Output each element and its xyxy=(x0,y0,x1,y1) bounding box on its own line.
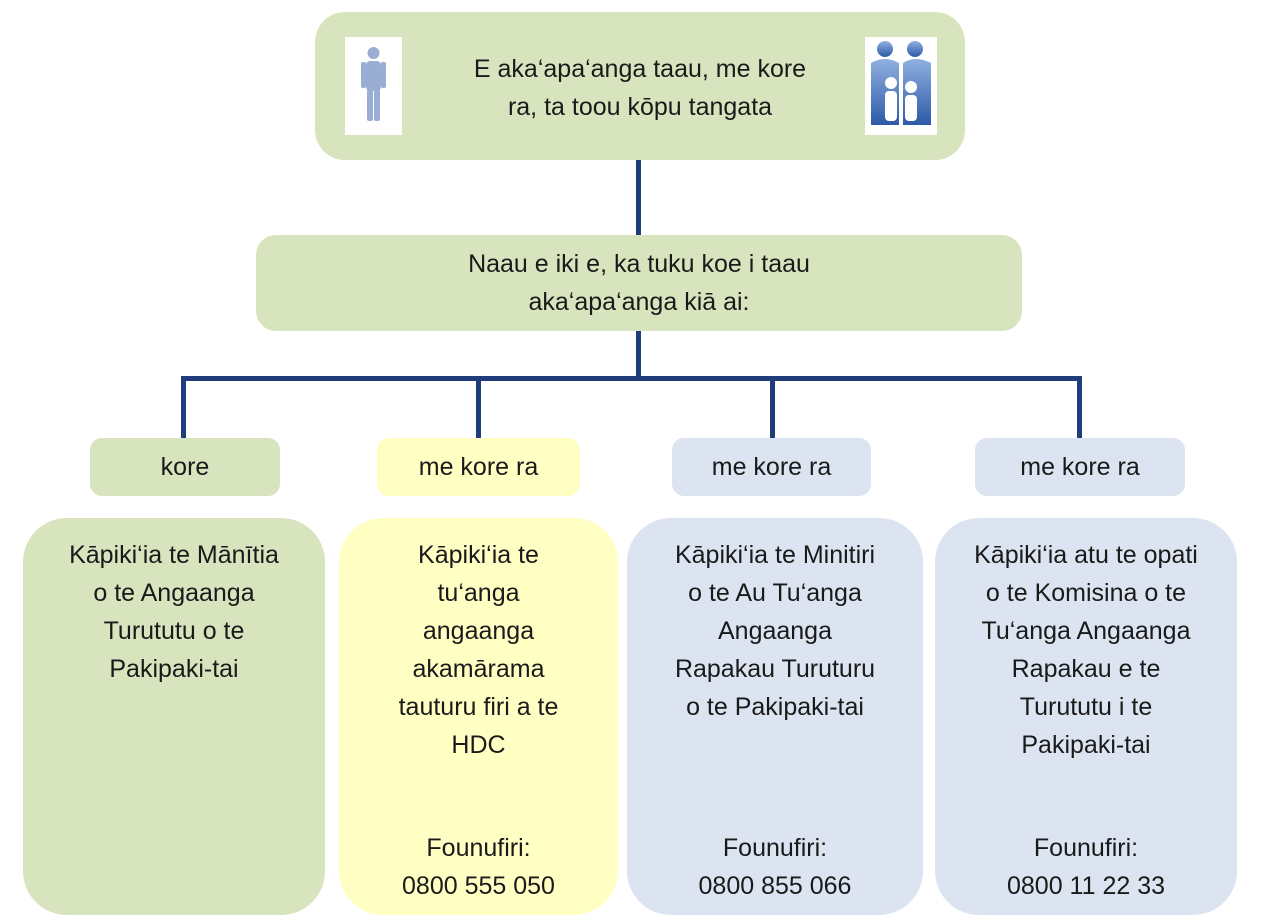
option-header-label: kore xyxy=(160,452,210,481)
option-header-label: me kore ra xyxy=(418,452,539,481)
person-icon xyxy=(345,37,402,135)
middle-node: Naau e iki e, ka tuku koe i taau aka‘apa… xyxy=(256,235,1022,331)
top-node-text: E aka‘apa‘anga taau, me kore ra, ta toou… xyxy=(473,55,807,121)
middle-node-text: Naau e iki e, ka tuku koe i taau aka‘apa… xyxy=(468,250,810,316)
option-card-phone: Founufiri: 0800 555 050 xyxy=(402,834,555,900)
top-node xyxy=(315,12,965,160)
option-card-3: Kāpiki‘ia te Minitiri o te Au Tu‘anga An… xyxy=(627,518,923,915)
connector-mid-bus xyxy=(636,331,641,379)
option-card-text: Kāpiki‘ia atu te opati o te Komisina o t… xyxy=(974,541,1198,759)
option-header-2: me kore ra xyxy=(377,438,580,496)
connector-drop-4 xyxy=(1077,376,1082,438)
connector-drop-3 xyxy=(770,376,775,438)
option-header-label: me kore ra xyxy=(1020,452,1140,481)
option-card-1: Kāpiki‘ia te Mānītia o te Angaanga Turut… xyxy=(23,518,325,915)
option-header-1: kore xyxy=(90,438,280,496)
family-icon xyxy=(865,37,937,135)
connector-top-mid xyxy=(636,160,641,235)
option-header-3: me kore ra xyxy=(672,438,871,496)
option-card-4: Kāpiki‘ia atu te opati o te Komisina o t… xyxy=(935,518,1237,915)
option-card-text: Kāpiki‘ia te Mānītia o te Angaanga Turut… xyxy=(69,541,279,683)
option-header-label: me kore ra xyxy=(711,452,832,481)
connector-drop-1 xyxy=(181,376,186,438)
option-header-4: me kore ra xyxy=(975,438,1185,496)
connector-bus xyxy=(181,376,1082,381)
option-card-phone: Founufiri: 0800 11 22 33 xyxy=(1006,834,1166,900)
option-card-2: Kāpiki‘ia te tu‘anga angaanga akamārama … xyxy=(339,518,618,915)
option-card-text: Kāpiki‘ia te tu‘anga angaanga akamārama … xyxy=(398,541,559,759)
option-card-phone: Founufiri: 0800 855 066 xyxy=(698,834,852,900)
option-card-text: Kāpiki‘ia te Minitiri o te Au Tu‘anga An… xyxy=(674,541,876,721)
connector-drop-2 xyxy=(476,376,481,438)
